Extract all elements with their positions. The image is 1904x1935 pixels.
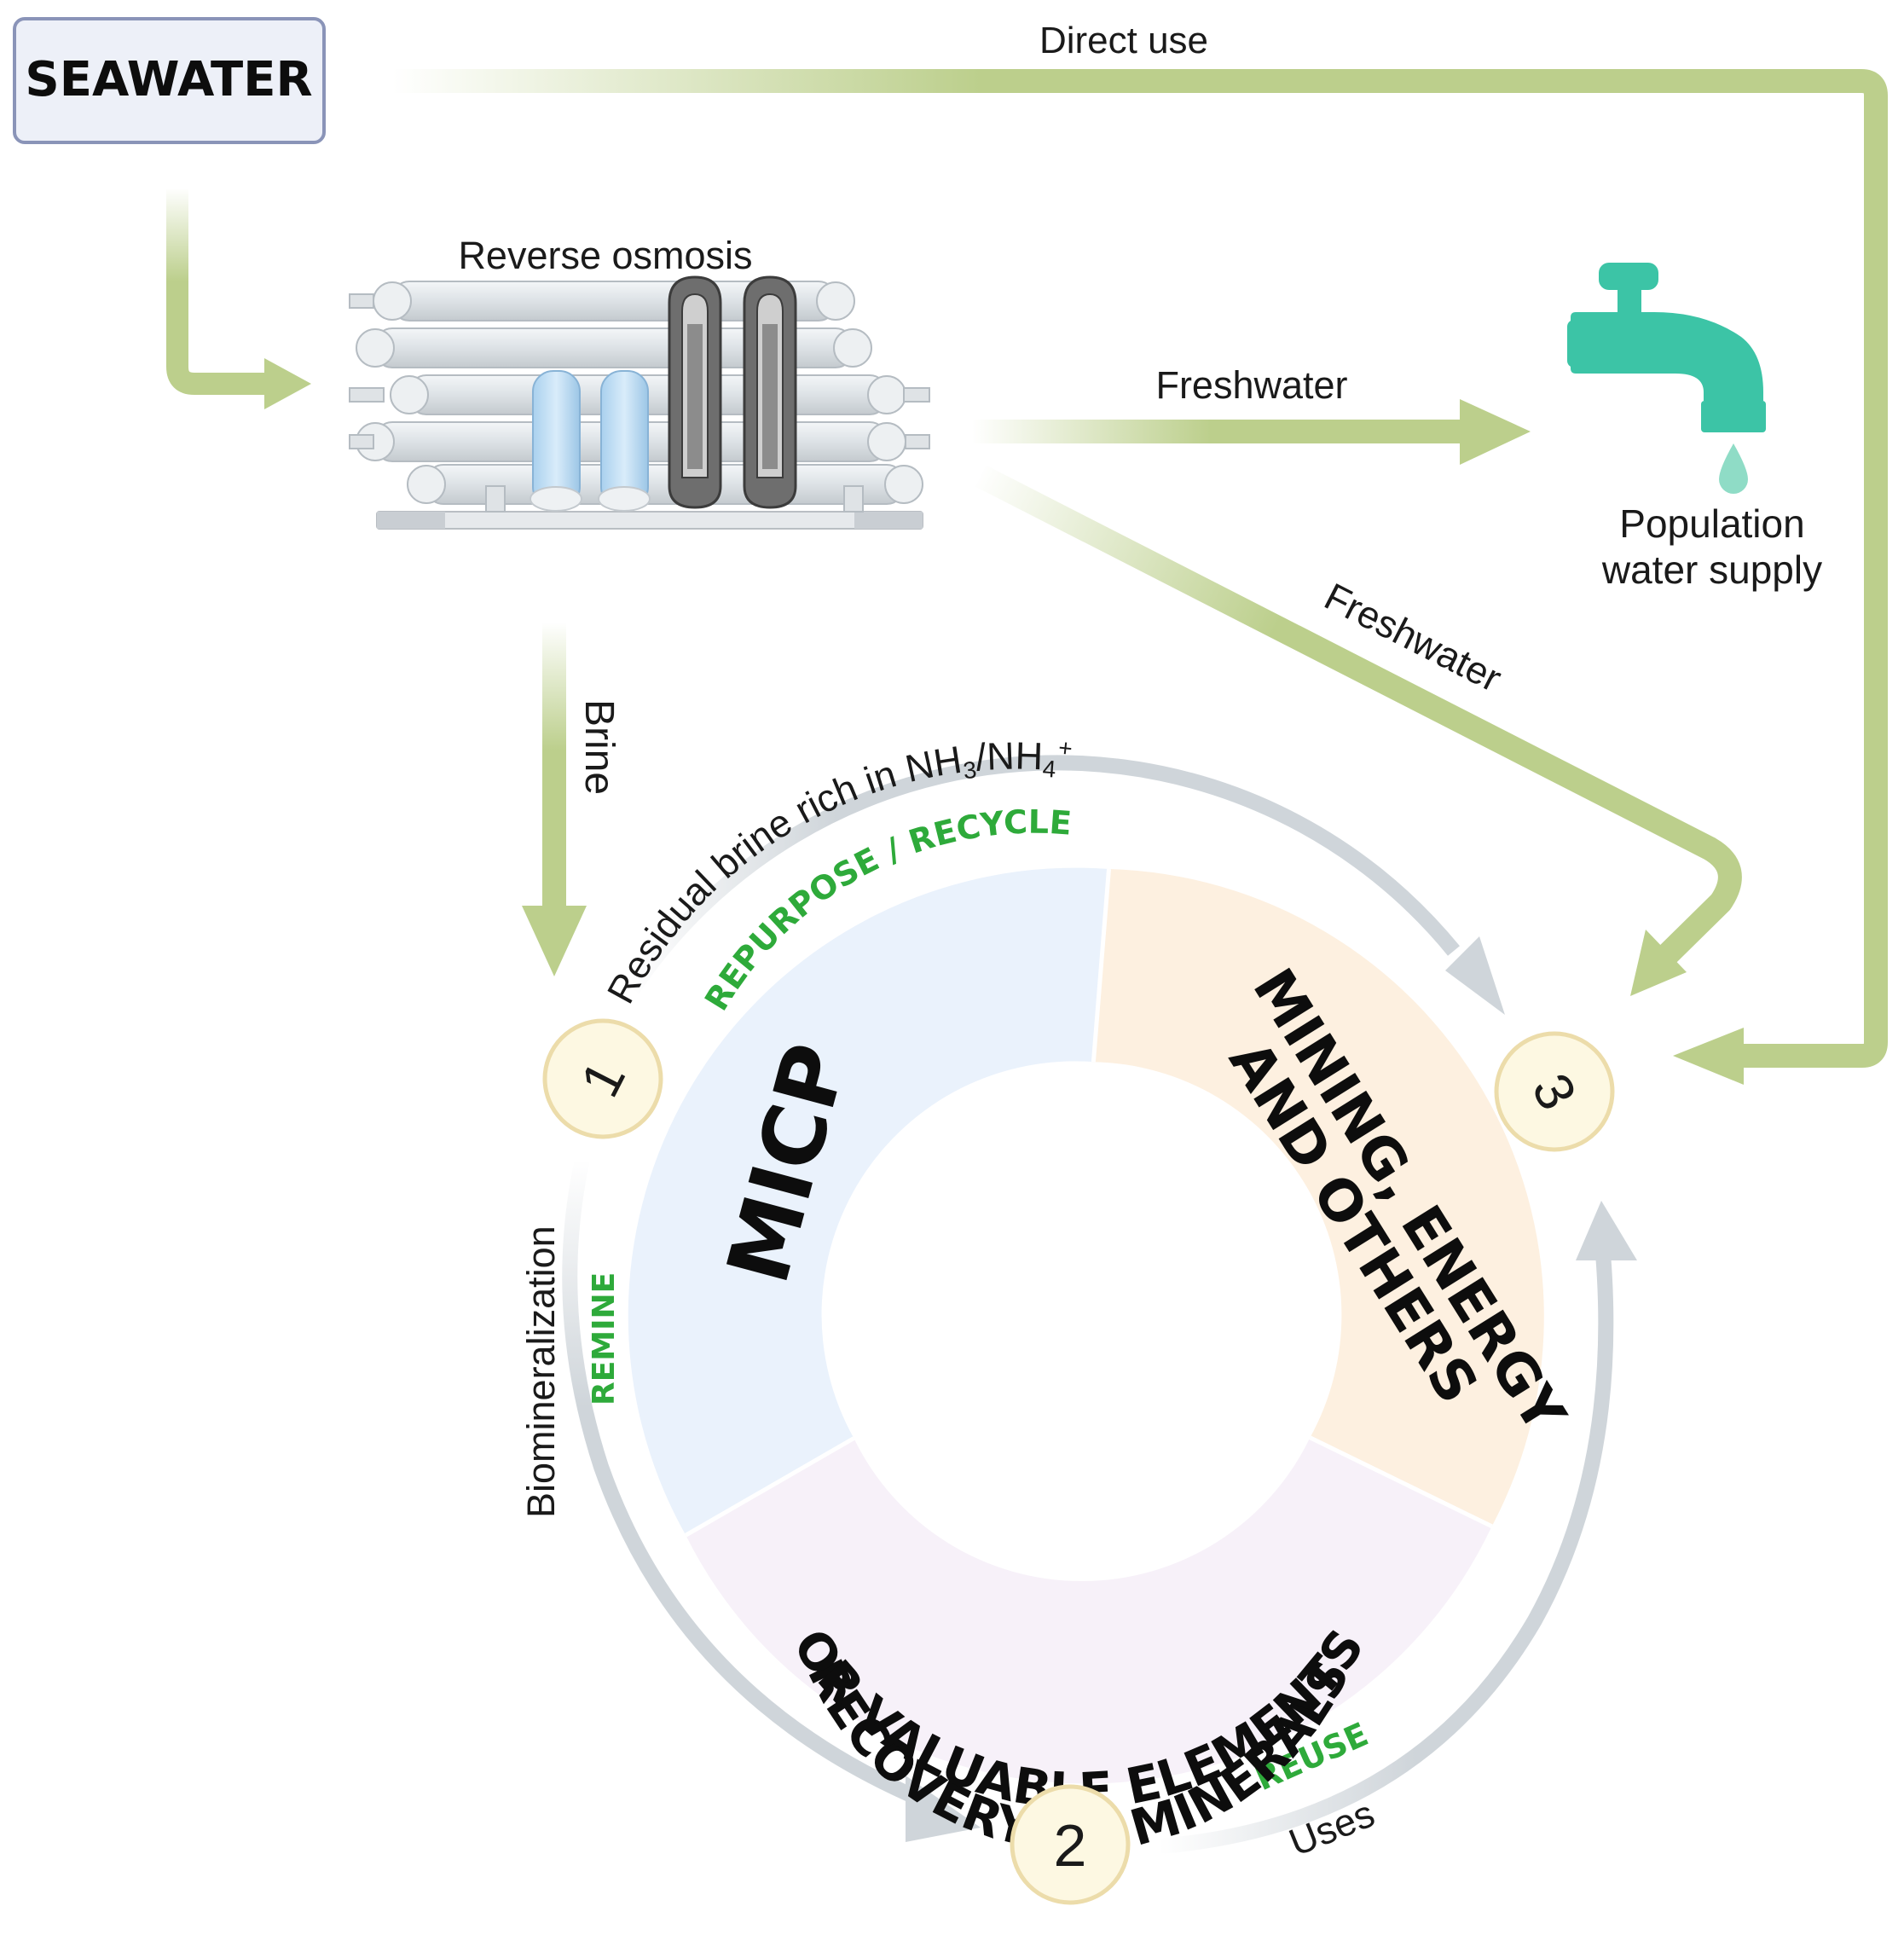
filter-cartridges-icon: [530, 370, 651, 512]
population-label-line2: water supply: [1601, 547, 1822, 592]
direct-use-label: Direct use: [1039, 20, 1208, 61]
seawater-to-ro-flow: [166, 189, 311, 409]
freshwater-supply-flow: [972, 399, 1531, 465]
remine-label: REMINE: [587, 1272, 622, 1405]
node-2: 2: [1010, 1784, 1131, 1905]
recovery-segment: [686, 1437, 1492, 1784]
direct-use-flow: [392, 69, 1888, 1085]
biomineralization-label: Biomineralization: [519, 1225, 563, 1518]
node-2-label: 2: [1054, 1812, 1087, 1879]
cycle-arrow-1-to-2: [562, 1132, 981, 1842]
micp-segment: [628, 867, 1109, 1536]
water-tap-icon: [1567, 263, 1766, 432]
brine-label: Brine: [576, 699, 622, 795]
freshwater-supply-label: Freshwater: [1155, 363, 1347, 407]
cycle-ring: [628, 867, 1544, 1784]
cycle-arrow-1-to-3: [626, 755, 1505, 1015]
population-label-line1: Population: [1619, 501, 1804, 546]
cycle-arrow-2-to-3: [1159, 1201, 1637, 1854]
water-drop-icon: [1719, 443, 1748, 494]
freshwater-cycle-flow: [975, 465, 1742, 996]
pressure-vessels-icon: [668, 275, 797, 509]
reverse-osmosis-unit: Reverse osmosis: [349, 234, 930, 530]
seawater-label: SEAWATER: [25, 52, 312, 107]
brine-flow: [522, 623, 587, 976]
node-3: 3: [1494, 1031, 1615, 1152]
node-1: 1: [542, 1018, 663, 1139]
seawater-box: SEAWATER: [13, 17, 326, 144]
reverse-osmosis-label: Reverse osmosis: [458, 234, 752, 277]
freshwater-cycle-label: Freshwater: [1317, 574, 1508, 700]
mining-segment: [1093, 869, 1544, 1527]
